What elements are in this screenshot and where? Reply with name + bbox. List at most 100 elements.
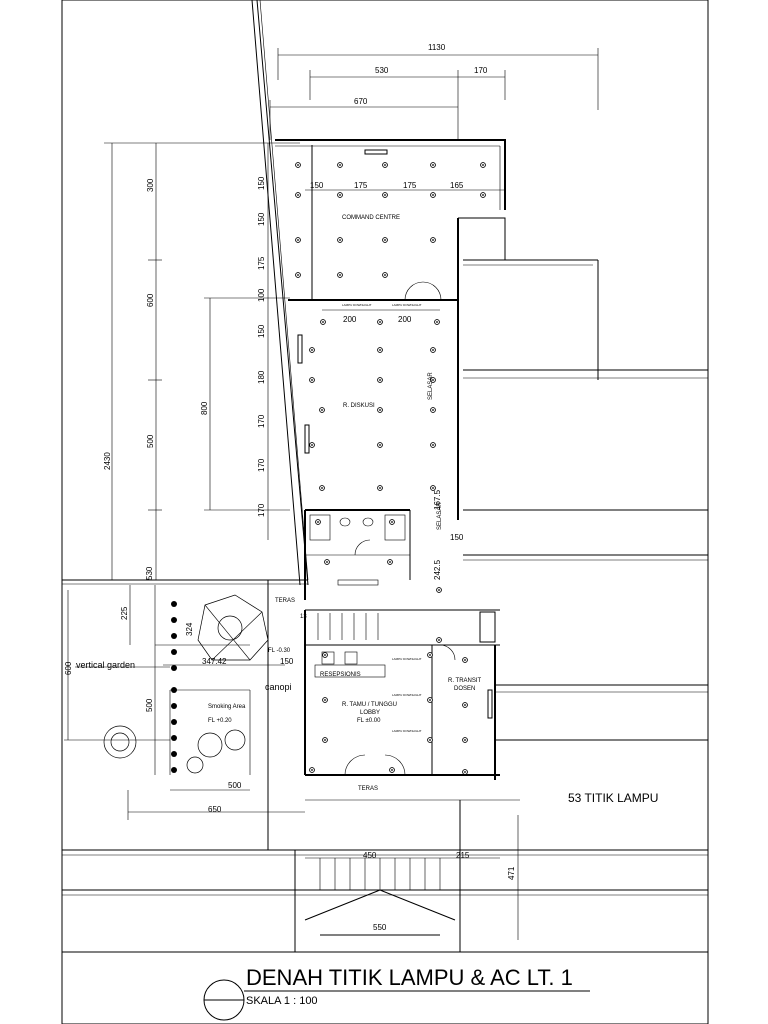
left-dimensions	[104, 142, 300, 580]
dim-v150c: 150	[257, 324, 266, 338]
lamp-point-center	[384, 194, 386, 196]
dim-600-garden: 600	[64, 661, 73, 675]
lamp-point-center	[379, 349, 381, 351]
dim-150-selasar: 150	[450, 533, 464, 542]
dim-530-garden: 530	[145, 566, 154, 580]
lamp-point-center	[384, 239, 386, 241]
lamp-point-center	[432, 194, 434, 196]
label-smoking-fl: FL +0.20	[208, 718, 232, 724]
label-fl-minus: FL -0.30	[268, 648, 291, 654]
lamp-point-center	[432, 349, 434, 351]
lamp-point-center	[379, 444, 381, 446]
dim-v170a: 170	[257, 414, 266, 428]
dim-175-row-a: 175	[354, 181, 368, 190]
lamp-point-center	[391, 521, 393, 523]
ac-note-3: LAMPU DOWNLIGHT	[392, 657, 422, 661]
dim-215: 215	[456, 851, 470, 860]
label-teras-1: TERAS	[275, 598, 295, 604]
dim-600: 600	[146, 293, 155, 307]
dim-225: 225	[120, 606, 129, 620]
label-lobby-1: R. TAMU / TUNGGU	[342, 702, 397, 708]
lamp-point-center	[464, 659, 466, 661]
ac-note-4: LAMPU DOWNLIGHT	[392, 693, 422, 697]
dim-v150a: 150	[257, 176, 266, 190]
dim-670: 670	[354, 97, 368, 106]
dim-500-garden: 500	[145, 698, 154, 712]
lamp-point-center	[432, 239, 434, 241]
lamp-point-center	[482, 164, 484, 166]
dim-170: 170	[474, 66, 488, 75]
dim-550: 550	[373, 923, 387, 932]
dim-471: 471	[507, 866, 516, 880]
lamp-point-center	[311, 349, 313, 351]
lamp-point-center	[464, 771, 466, 773]
building-walls	[62, 139, 708, 952]
ac-note-2: LAMPU DOWNLIGHT	[392, 303, 422, 307]
label-smoking: Smoking Area	[208, 704, 246, 710]
lamp-point-center	[438, 589, 440, 591]
lamp-point-center	[297, 274, 299, 276]
lamp-point-center	[379, 379, 381, 381]
dim-175-row-b: 175	[403, 181, 417, 190]
label-selasar-2: SELASAR	[437, 502, 443, 530]
lamp-point-center	[326, 561, 328, 563]
lamp-point-center	[297, 164, 299, 166]
label-transit-2: DOSEN	[454, 686, 475, 692]
lamp-point-center	[311, 769, 313, 771]
dim-165-row: 165	[450, 181, 464, 190]
lamp-point-center	[311, 379, 313, 381]
lamp-point-center	[321, 409, 323, 411]
stairs	[317, 613, 441, 890]
lamp-point-center	[322, 321, 324, 323]
dim-324: 324	[185, 622, 194, 636]
lamp-point-center	[438, 639, 440, 641]
dim-v100: 100	[257, 288, 266, 302]
ac-units	[297, 149, 493, 719]
lamp-point-center	[432, 379, 434, 381]
dim-300: 300	[146, 178, 155, 192]
dim-v180: 180	[257, 370, 266, 384]
lamp-point-center	[432, 409, 434, 411]
label-teras-2: TERAS	[358, 786, 378, 792]
dim-500: 500	[146, 434, 155, 448]
lamp-point-center	[379, 487, 381, 489]
lamp-point-center	[429, 739, 431, 741]
lamp-point-center	[389, 561, 391, 563]
lamp-point-center	[436, 321, 438, 323]
dim-530: 530	[375, 66, 389, 75]
drawing-scale: SKALA 1 : 100	[246, 995, 318, 1007]
label-lobby-2: LOBBY	[360, 710, 380, 716]
dim-167-5: 167.5	[433, 489, 442, 510]
lamp-point-center	[379, 409, 381, 411]
lamp-point-center	[384, 274, 386, 276]
dim-242-5: 242.5	[433, 559, 442, 580]
lamp-point-center	[339, 239, 341, 241]
label-transit-1: R. TRANSIT	[448, 678, 482, 684]
lamp-point-center	[339, 274, 341, 276]
dim-150-fl: 150	[280, 657, 294, 666]
lamp-point-center	[432, 164, 434, 166]
lamp-point-center	[324, 654, 326, 656]
site-boundary	[62, 0, 309, 586]
lamp-point-center	[324, 699, 326, 701]
drawing-title: DENAH TITIK LAMPU & AC LT. 1	[246, 965, 573, 990]
lamp-point-center	[339, 164, 341, 166]
lamp-point-center	[432, 444, 434, 446]
dim-347: 347.42	[202, 657, 227, 666]
dim-1130: 1130	[428, 43, 446, 52]
dim-13: 13	[300, 614, 307, 620]
doors	[344, 281, 456, 776]
dim-500-horizontal: 500	[228, 781, 242, 790]
drawing-border	[61, 0, 709, 1024]
dim-v170c: 170	[257, 503, 266, 517]
lamp-point-center	[429, 699, 431, 701]
lamp-point-center	[311, 444, 313, 446]
lamp-point-center	[297, 194, 299, 196]
dim-150-row: 150	[310, 181, 324, 190]
lamp-point-center	[391, 769, 393, 771]
dim-v170b: 170	[257, 458, 266, 472]
dim-450: 450	[363, 851, 377, 860]
dim-200-a: 200	[343, 315, 357, 324]
dim-650: 650	[208, 805, 222, 814]
